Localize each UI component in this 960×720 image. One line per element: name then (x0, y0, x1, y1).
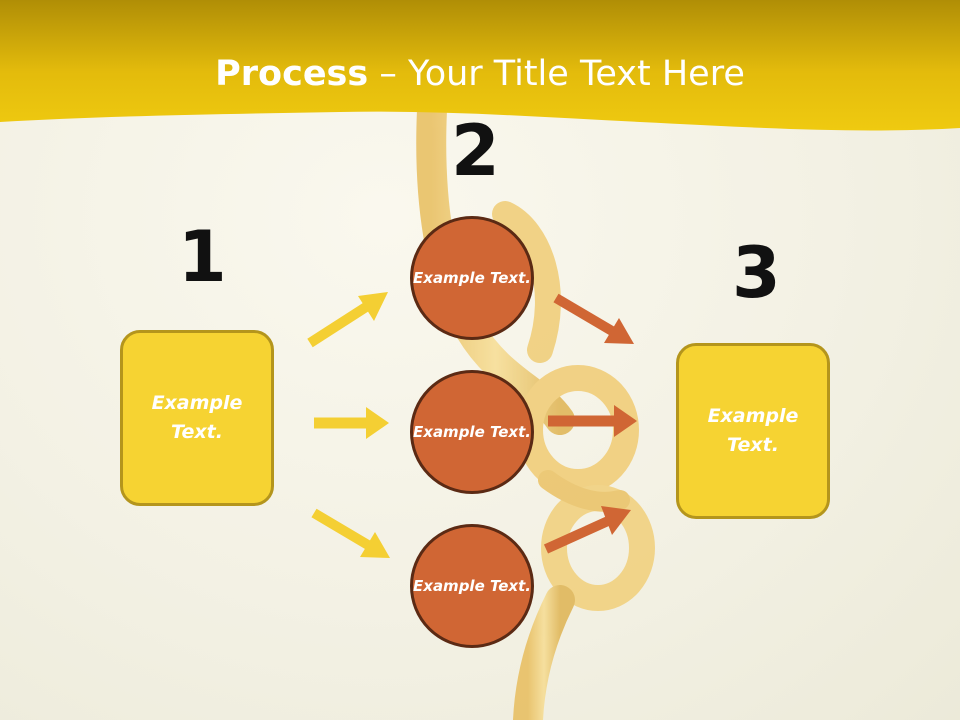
slide-title: Process – Your Title Text Here (0, 52, 960, 96)
step-number-3: 3 (732, 232, 781, 314)
circle-bottom-text: Example Text. (413, 576, 531, 595)
arrow-to-circle-top (307, 292, 388, 348)
title-bold: Process (215, 54, 369, 94)
arrow-to-circle-middle (314, 407, 389, 439)
step-1-box: Example Text. (120, 330, 274, 506)
step-number-1: 1 (178, 216, 227, 298)
arrow-from-circle-bottom (543, 506, 631, 554)
arrow-to-circle-bottom (311, 508, 390, 558)
header-band (0, 0, 960, 131)
step-3-box-text: Example Text. (707, 405, 799, 456)
circle-middle-text: Example Text. (413, 422, 531, 441)
step-3-box: Example Text. (676, 343, 830, 519)
title-rest: – Your Title Text Here (368, 54, 745, 94)
step-1-box-text: Example Text. (151, 392, 243, 443)
step-number-2: 2 (451, 110, 500, 192)
arrow-from-circle-top (553, 293, 634, 344)
step-2-circle-middle: Example Text. (410, 370, 534, 494)
step-2-circle-bottom: Example Text. (410, 524, 534, 648)
step-2-circle-top: Example Text. (410, 216, 534, 340)
arrow-from-circle-middle (548, 405, 637, 437)
circle-top-text: Example Text. (413, 268, 531, 287)
